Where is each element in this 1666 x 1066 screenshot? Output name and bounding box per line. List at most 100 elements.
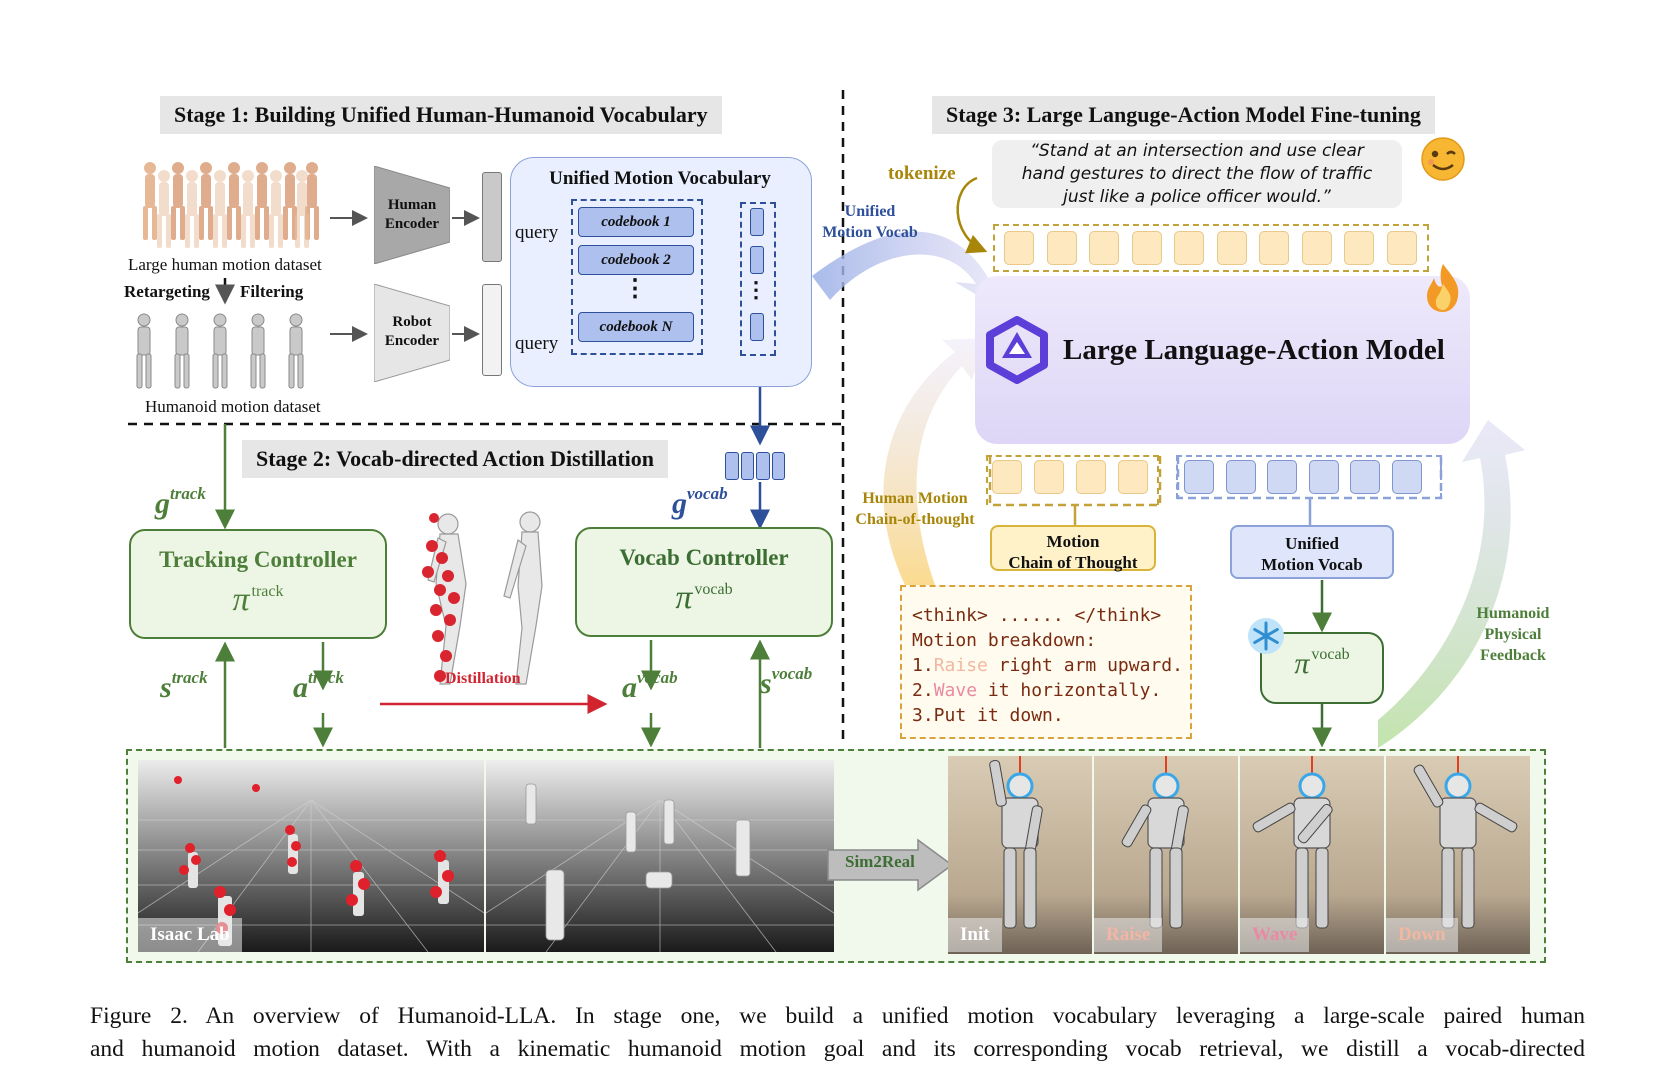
vocab-box-title: Unified Motion Vocabulary (549, 168, 771, 189)
pi-vocab-base: π (675, 579, 693, 616)
robot-encoder-line1: Robot (392, 314, 432, 330)
figure-caption-line1: Figure 2. An overview of Humanoid-LLA. I… (90, 1003, 1585, 1029)
humanoid-motion-figures-image (136, 313, 304, 389)
a-track-symbol: atrack (293, 668, 344, 705)
vocab-token (1267, 460, 1297, 494)
frame-label-wave: Wave (1240, 918, 1310, 952)
s-track-symbol: strack (160, 668, 208, 705)
codebook-1: codebook 1 (578, 207, 694, 237)
step2-num: 2. (912, 680, 934, 701)
wink-emoji-icon (1421, 137, 1465, 181)
input-token (1344, 231, 1374, 265)
vocab-token-strip (725, 452, 785, 480)
vocab-token (1350, 460, 1380, 494)
input-token (1131, 231, 1162, 265)
input-token (1046, 231, 1077, 265)
input-token (1259, 231, 1289, 265)
step1-rest: right arm upward. (987, 655, 1183, 676)
human-encoder-line2: Encoder (384, 216, 440, 232)
g-vocab-base: g (672, 487, 687, 520)
vocab-strip-token (740, 452, 754, 480)
instruction-line2: hand gestures to direct the flow of traf… (1021, 164, 1373, 184)
feedback-line2: Physical (1484, 626, 1542, 643)
vocab-strip-token (756, 452, 770, 480)
input-token (1216, 231, 1247, 265)
unified-vocab-box: Unified Motion Vocab (1230, 525, 1394, 579)
hm-cot-line1: Human Motion (862, 490, 968, 507)
input-token (1174, 231, 1204, 265)
retrieved-token-n (750, 313, 764, 341)
input-token (1301, 231, 1332, 265)
umv-arrow-line1: Unified (844, 203, 896, 220)
step2-verb: Wave (933, 680, 978, 701)
vocab-token (1184, 460, 1214, 494)
pi-track-sup: track (251, 583, 284, 600)
human-dataset-label: Large human motion dataset (128, 255, 322, 274)
codebook-vdots: ⋮ (623, 276, 647, 302)
human-latent-bar (482, 172, 502, 262)
robot-figure-init (989, 756, 1043, 929)
lla-model-box (975, 276, 1470, 444)
retrieved-vdots: ⋮ (745, 277, 767, 302)
sim2real-arrow (827, 838, 954, 892)
isaac-lab-label: Isaac Lab (138, 918, 242, 952)
real-frame-wave (1240, 756, 1384, 954)
human-encoder-label: Human Encoder (374, 196, 450, 234)
vocab-token-border (1176, 455, 1442, 499)
input-token-group (993, 224, 1429, 272)
human-encoder-line1: Human (387, 197, 437, 213)
robot-encoder-line2: Encoder (384, 333, 440, 349)
frame-label-init: Init (948, 918, 1002, 952)
distillation-label: Distillation (445, 670, 521, 687)
motion-cot-box: Motion Chain of Thought (990, 525, 1156, 572)
think-line2: Motion breakdown: (912, 630, 1097, 651)
motion-cot-line2: Chain of Thought (1008, 553, 1138, 572)
instruction-line1: “Stand at an intersection and use clear (1030, 141, 1364, 161)
retrieved-token-2 (750, 246, 764, 274)
umv-arrow-line2: Motion Vocab (822, 224, 918, 241)
input-token (1004, 231, 1034, 265)
a-track-base: a (293, 671, 308, 704)
robot-latent-bar (482, 284, 502, 376)
think-box: <think> ...... </think>Motion breakdown:… (900, 585, 1192, 739)
think-step1: 1.Raise right arm upward. (912, 653, 1183, 678)
cot-token (1118, 460, 1148, 494)
vocab-strip-token (725, 452, 739, 480)
retargeting-label: Retargeting (124, 282, 210, 301)
hm-cot-line2: Chain-of-thought (855, 511, 975, 528)
lla-model-title: Large Language-Action Model (1063, 334, 1445, 366)
feedback-line1: Humanoid (1476, 605, 1550, 622)
distillation-robots-image (422, 511, 543, 685)
robot-encoder-label: Robot Encoder (374, 313, 450, 351)
step1-num: 1. (912, 655, 934, 676)
fire-icon (1427, 264, 1459, 312)
qwen-logo-icon (986, 316, 1048, 384)
think-step2: 2.Wave it horizontally. (912, 678, 1180, 703)
snowflake-icon (1248, 618, 1284, 654)
g-vocab-sup: vocab (687, 484, 728, 503)
codebook-2: codebook 2 (578, 245, 694, 275)
vocab-strip-token (771, 452, 785, 480)
stage3-title: Stage 3: Large Languge-Action Model Fine… (932, 96, 1435, 134)
retrieved-token-1 (750, 208, 764, 236)
vocab-controller-title: Vocab Controller (619, 545, 789, 570)
motion-cot-line1: Motion (1046, 532, 1100, 551)
step2-rest: it horizontally. (977, 680, 1162, 701)
humanoid-dataset-label: Humanoid motion dataset (145, 397, 321, 416)
s-track-sup: track (171, 668, 208, 687)
frame-label-raise: Raise (1094, 918, 1163, 952)
vocab-token (1225, 460, 1256, 494)
a-vocab-symbol: avocab (622, 668, 678, 705)
query-label-top: query (515, 222, 559, 243)
a-vocab-sup: vocab (637, 668, 678, 687)
input-token (1386, 231, 1417, 265)
step1-verb: Raise (933, 655, 988, 676)
human-encoder-shape (374, 166, 450, 264)
robot-figure-wave (1252, 756, 1333, 929)
tokenize-label: tokenize (888, 163, 956, 184)
